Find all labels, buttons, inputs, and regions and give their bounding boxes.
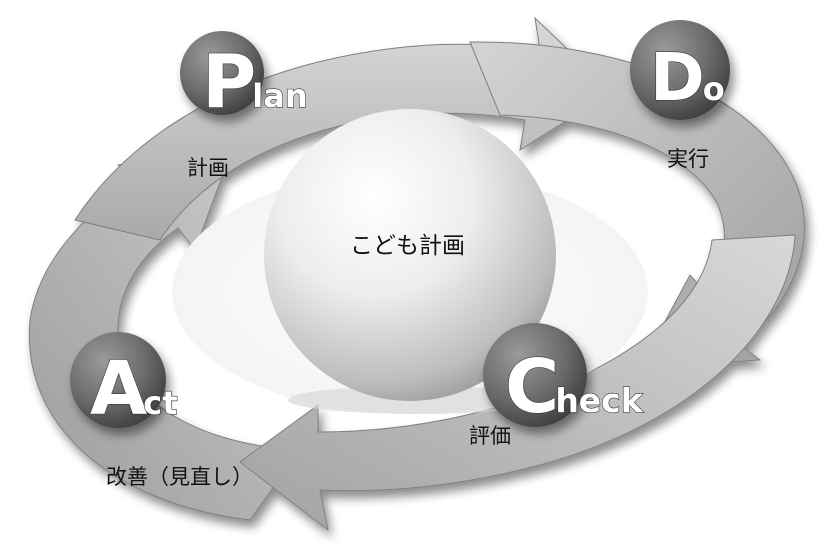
plan-label: 計画 [187, 156, 229, 180]
do-title: Do [650, 39, 725, 116]
center-label: こども計画 [350, 233, 465, 259]
do-rest: o [703, 70, 725, 108]
center-sphere [264, 109, 556, 401]
badge-act-circle [70, 332, 166, 428]
badge-check-circle [483, 323, 587, 427]
cycle-ring [28, 16, 805, 532]
plan-rest: lan [252, 77, 307, 115]
plan-initial: P [202, 39, 256, 125]
act-label: 改善（見直し） [106, 465, 253, 489]
check-title: Check [505, 344, 644, 430]
check-initial: C [505, 344, 559, 430]
badge-plan [180, 31, 264, 115]
do-label: 実行 [667, 147, 709, 171]
do-initial: D [650, 39, 705, 116]
act-initial: A [90, 346, 147, 432]
badge-plan-circle [180, 31, 264, 115]
act-rest: ct [143, 384, 177, 422]
arrow-check-to-act [239, 234, 796, 532]
badge-do [630, 20, 730, 120]
badge-do-circle [630, 20, 730, 120]
badge-check [483, 323, 587, 427]
badge-act [70, 332, 166, 428]
check-rest: heck [555, 381, 643, 420]
act-title: Act [90, 346, 178, 432]
plan-title: Plan [202, 39, 308, 125]
check-label: 評価 [469, 424, 511, 448]
